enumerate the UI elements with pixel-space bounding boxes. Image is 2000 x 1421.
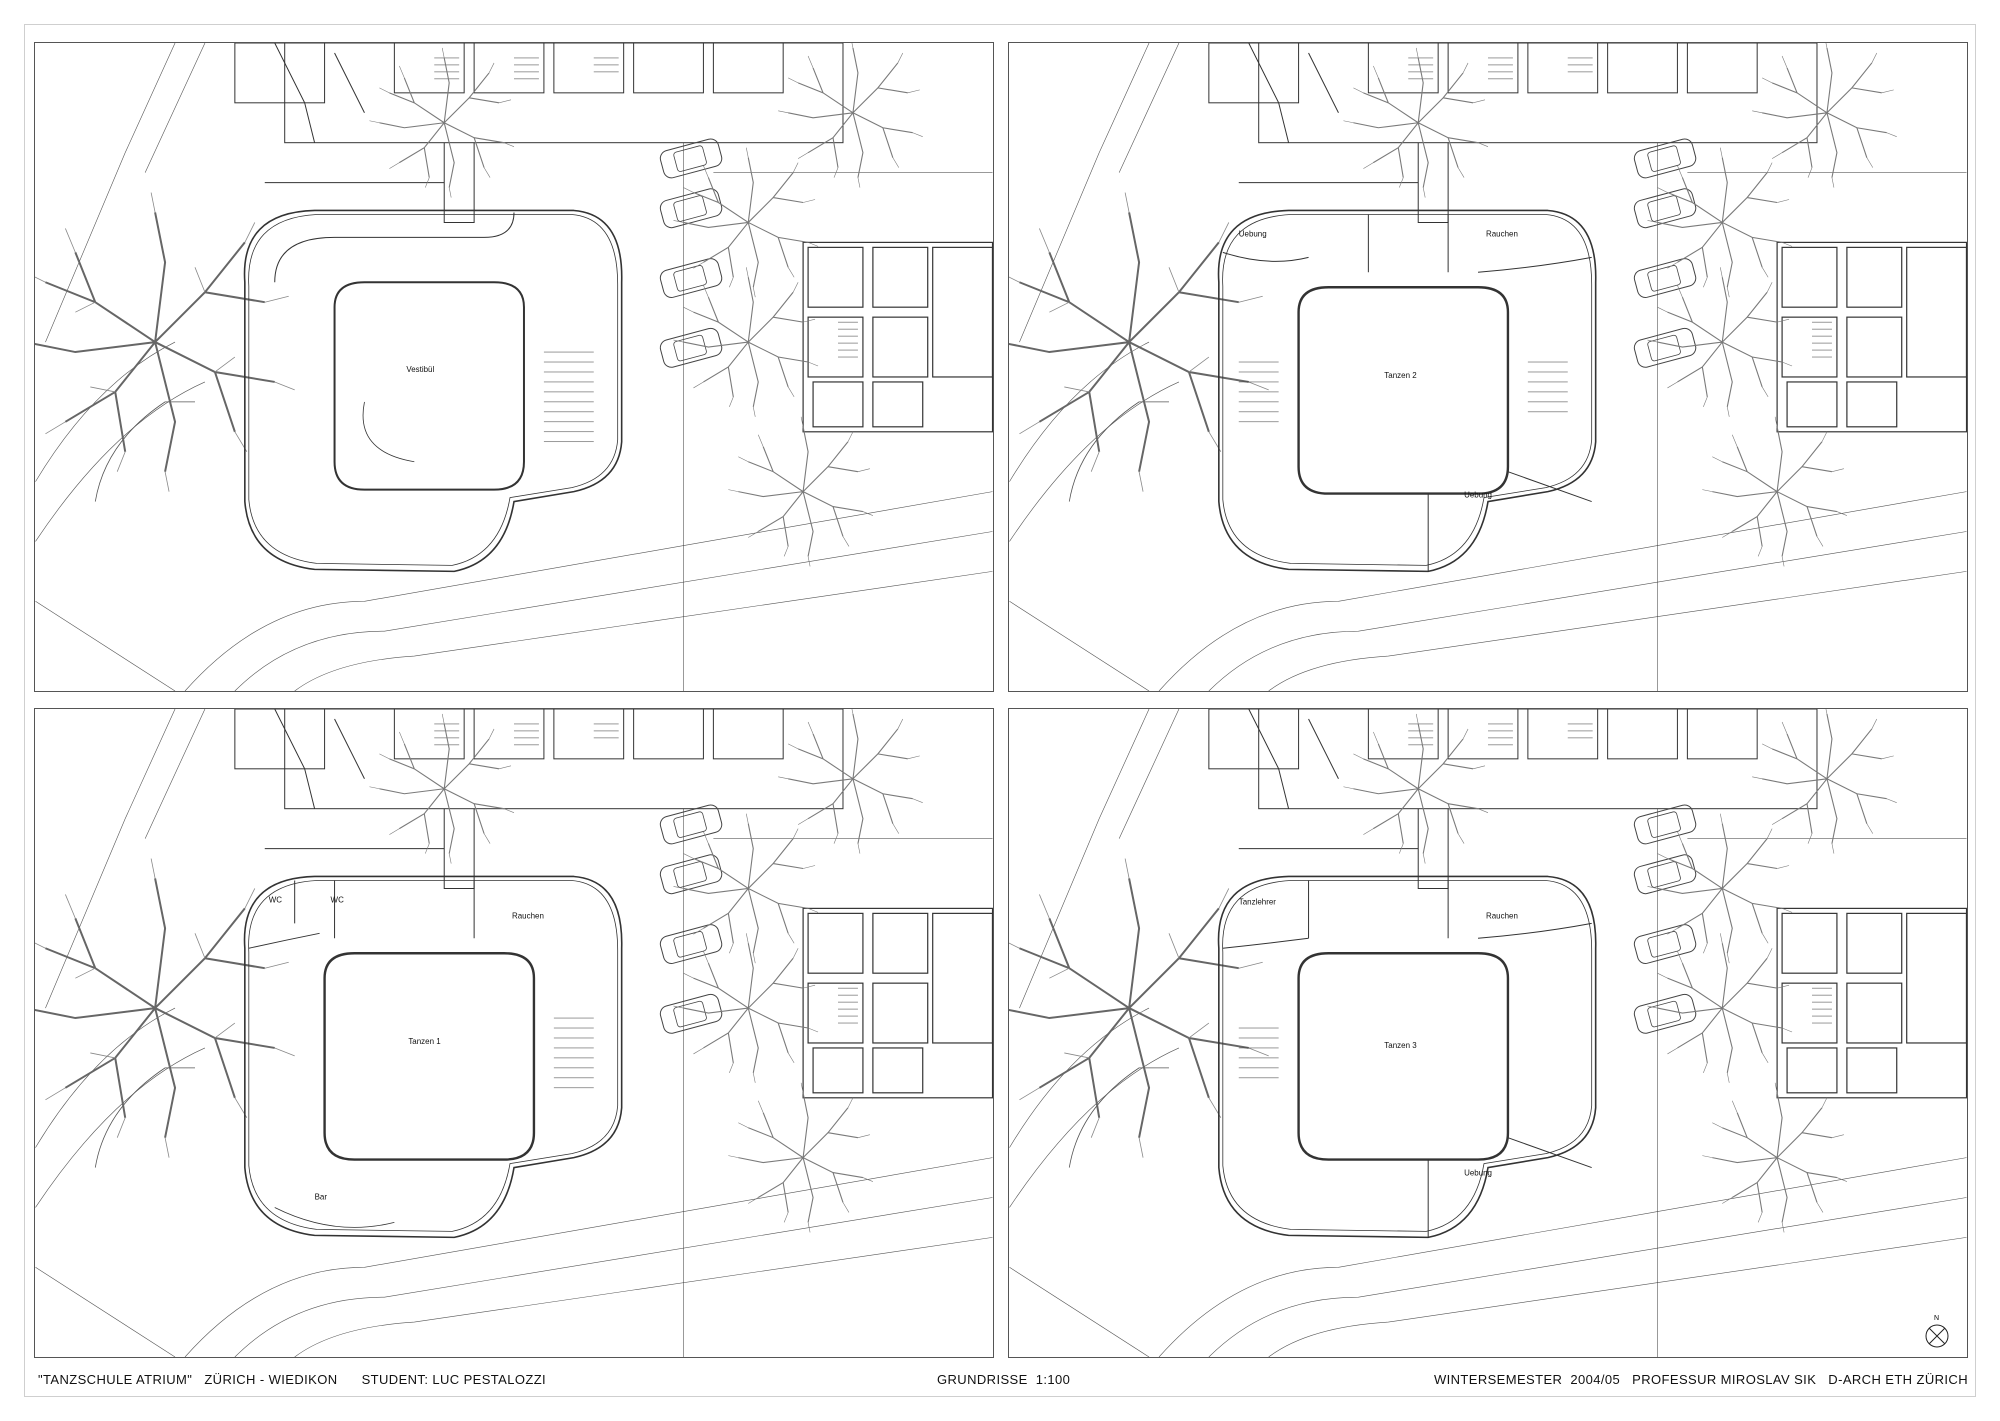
room-label: Rauchen	[1486, 911, 1518, 920]
drawing-sheet	[24, 24, 1976, 1397]
floor-plan-3: WC WC Rauchen Tanzen 1 Bar	[34, 708, 994, 1358]
north-arrow-icon: N	[1925, 1315, 1949, 1348]
room-label: Tanzen 3	[1384, 1041, 1417, 1050]
atrium-building	[1217, 209, 1597, 573]
floor-plan-2-drawing: Uebung Rauchen Tanzen 2 Uebung	[1009, 43, 1967, 691]
floor-plan-4: Tanzlehrer Rauchen Tanzen 3 Uebung	[1008, 708, 1968, 1358]
floor-plan-1-drawing: Vestibül	[35, 43, 993, 691]
room-label: Uebung	[1239, 229, 1267, 238]
room-label: Rauchen	[512, 911, 544, 920]
room-label: Vestibül	[406, 365, 434, 374]
room-label: Uebung	[1464, 491, 1492, 500]
room-label: WC	[331, 895, 345, 904]
room-label: Tanzen 1	[408, 1037, 441, 1046]
room-label: Bar	[315, 1192, 328, 1201]
atrium-building	[243, 875, 623, 1239]
atrium-building	[1217, 875, 1597, 1239]
room-label: Tanzen 2	[1384, 371, 1417, 380]
north-label: N	[1934, 1315, 1939, 1322]
floor-plan-4-drawing: Tanzlehrer Rauchen Tanzen 3 Uebung	[1009, 709, 1967, 1357]
project-title: "TANZSCHULE ATRIUM" ZÜRICH - WIEDIKON ST…	[38, 1372, 547, 1387]
room-label: Uebung	[1464, 1169, 1492, 1178]
floor-plan-2: Uebung Rauchen Tanzen 2 Uebung	[1008, 42, 1968, 692]
drawing-title: GRUNDRISSE 1:100	[937, 1372, 1071, 1387]
floor-plan-3-drawing: WC WC Rauchen Tanzen 1 Bar	[35, 709, 993, 1357]
room-label: Tanzlehrer	[1239, 897, 1277, 906]
atrium-building	[243, 209, 623, 573]
room-label: WC	[269, 895, 283, 904]
room-label: Rauchen	[1486, 229, 1518, 238]
floor-plan-1: Vestibül	[34, 42, 994, 692]
course-info: WINTERSEMESTER 2004/05 PROFESSUR MIROSLA…	[1433, 1372, 1968, 1387]
